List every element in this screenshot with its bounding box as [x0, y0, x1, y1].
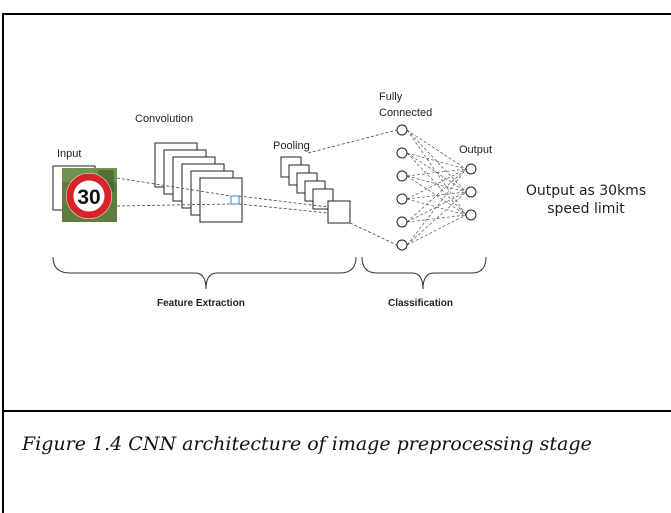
fc-node	[396, 193, 408, 205]
fc-edge	[406, 198, 467, 216]
label-classification: Classification	[388, 298, 453, 309]
label-fully-connected-1: Fully	[379, 91, 403, 103]
fc-edge	[406, 168, 467, 200]
fully-connected-edges	[406, 129, 467, 246]
fc-edge	[406, 191, 467, 223]
convolution-feature-maps	[154, 142, 243, 223]
fc-edge	[406, 214, 467, 223]
fc-edge	[406, 191, 467, 246]
label-fully-connected-2: Connected	[379, 107, 432, 119]
receptive-field-marker	[230, 195, 240, 205]
output-node	[465, 186, 477, 198]
label-convolution: Convolution	[135, 113, 193, 125]
output-node	[465, 163, 477, 175]
fc-edge	[406, 152, 467, 193]
input-image: 30	[52, 165, 117, 222]
fc-edge	[406, 168, 467, 223]
label-pooling: Pooling	[273, 140, 310, 152]
sign-speed-value: 30	[77, 186, 100, 209]
dashed-connectors	[116, 129, 398, 246]
fc-node	[396, 124, 408, 136]
output-note-line-1: Output as 30kms	[525, 183, 647, 199]
fc-edge	[406, 168, 467, 246]
fc-edge	[406, 175, 467, 193]
fc-edge	[406, 129, 467, 170]
output-layer	[465, 163, 477, 221]
fc-node	[396, 170, 408, 182]
fc-node	[396, 216, 408, 228]
fc-edge	[406, 214, 467, 246]
output-node	[465, 209, 477, 221]
label-input: Input	[57, 148, 81, 160]
cnn-architecture-diagram: Input Convolution Pooling Fully Connecte…	[52, 91, 492, 309]
caption-divider	[2, 410, 671, 412]
front-pooled-map	[327, 200, 351, 224]
figure-frame	[2, 13, 671, 513]
classification-brace	[361, 256, 487, 290]
fc-node	[396, 147, 408, 159]
label-output: Output	[459, 144, 492, 156]
fully-connected-layer	[396, 124, 408, 251]
label-feature-extraction: Feature Extraction	[157, 298, 245, 309]
fc-edge	[406, 152, 467, 170]
figure-caption: Figure 1.4 CNN architecture of image pre…	[22, 433, 592, 455]
pooling-feature-maps	[280, 156, 351, 224]
feature-extraction-brace	[52, 256, 357, 290]
fc-node	[396, 239, 408, 251]
output-note: Output as 30kms speed limit	[516, 182, 656, 218]
fc-edge	[406, 175, 467, 216]
front-feature-map	[199, 177, 243, 223]
output-note-line-2: speed limit	[547, 201, 625, 217]
